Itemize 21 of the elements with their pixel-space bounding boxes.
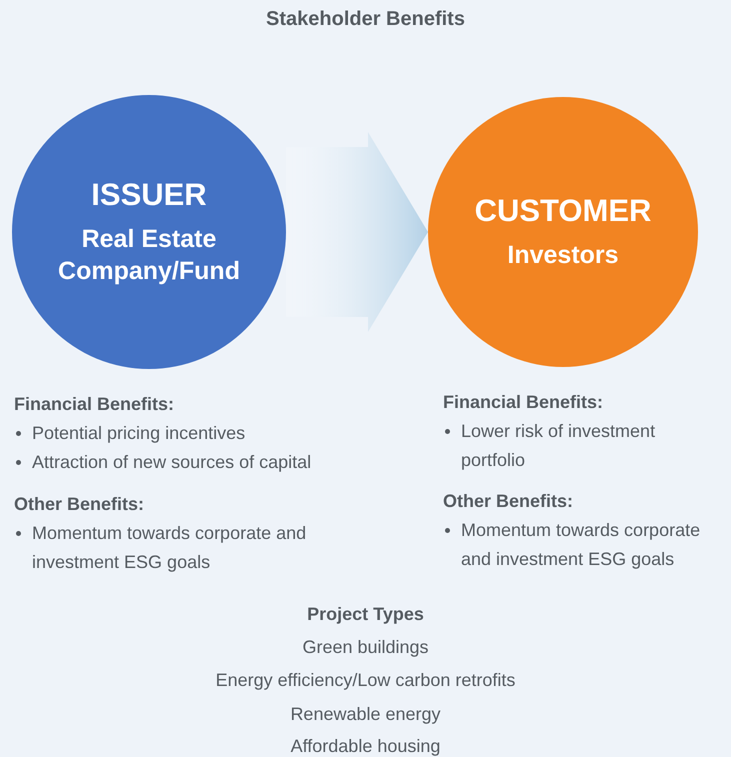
section-heading: Financial Benefits: [14, 393, 176, 416]
bullet-text: Potential pricing incentives [32, 423, 246, 443]
bullet-text: Lower risk of investment portfolio [461, 421, 656, 470]
bullet-text: Attraction of new sources of capital [32, 452, 312, 472]
list-item: Renewable energy [289, 703, 442, 726]
node-heading: CUSTOMER [474, 193, 652, 229]
node-text: Real Estate Company/Fund [57, 224, 241, 287]
section-heading: Financial Benefits: [443, 391, 604, 414]
node-text: Investors [507, 240, 619, 271]
list-item: Energy efficiency/Low carbon retrofits [214, 669, 516, 692]
list-item: Affordable housing [290, 735, 442, 757]
list-item: Green buildings [301, 636, 430, 659]
bullet-text: Momentum towards corporate and investment ESG goals [461, 520, 700, 569]
node-heading: ISSUER [91, 177, 207, 213]
circle-node [428, 97, 698, 367]
section-heading: Other Benefits: [14, 493, 146, 516]
circle-node [12, 95, 286, 369]
section-heading: Other Benefits: [443, 490, 574, 513]
title: Stakeholder Benefits [265, 8, 466, 31]
section-heading: Project Types [306, 603, 425, 626]
bullet-text: Momentum towards corporate and investment ESG goals [32, 523, 306, 572]
